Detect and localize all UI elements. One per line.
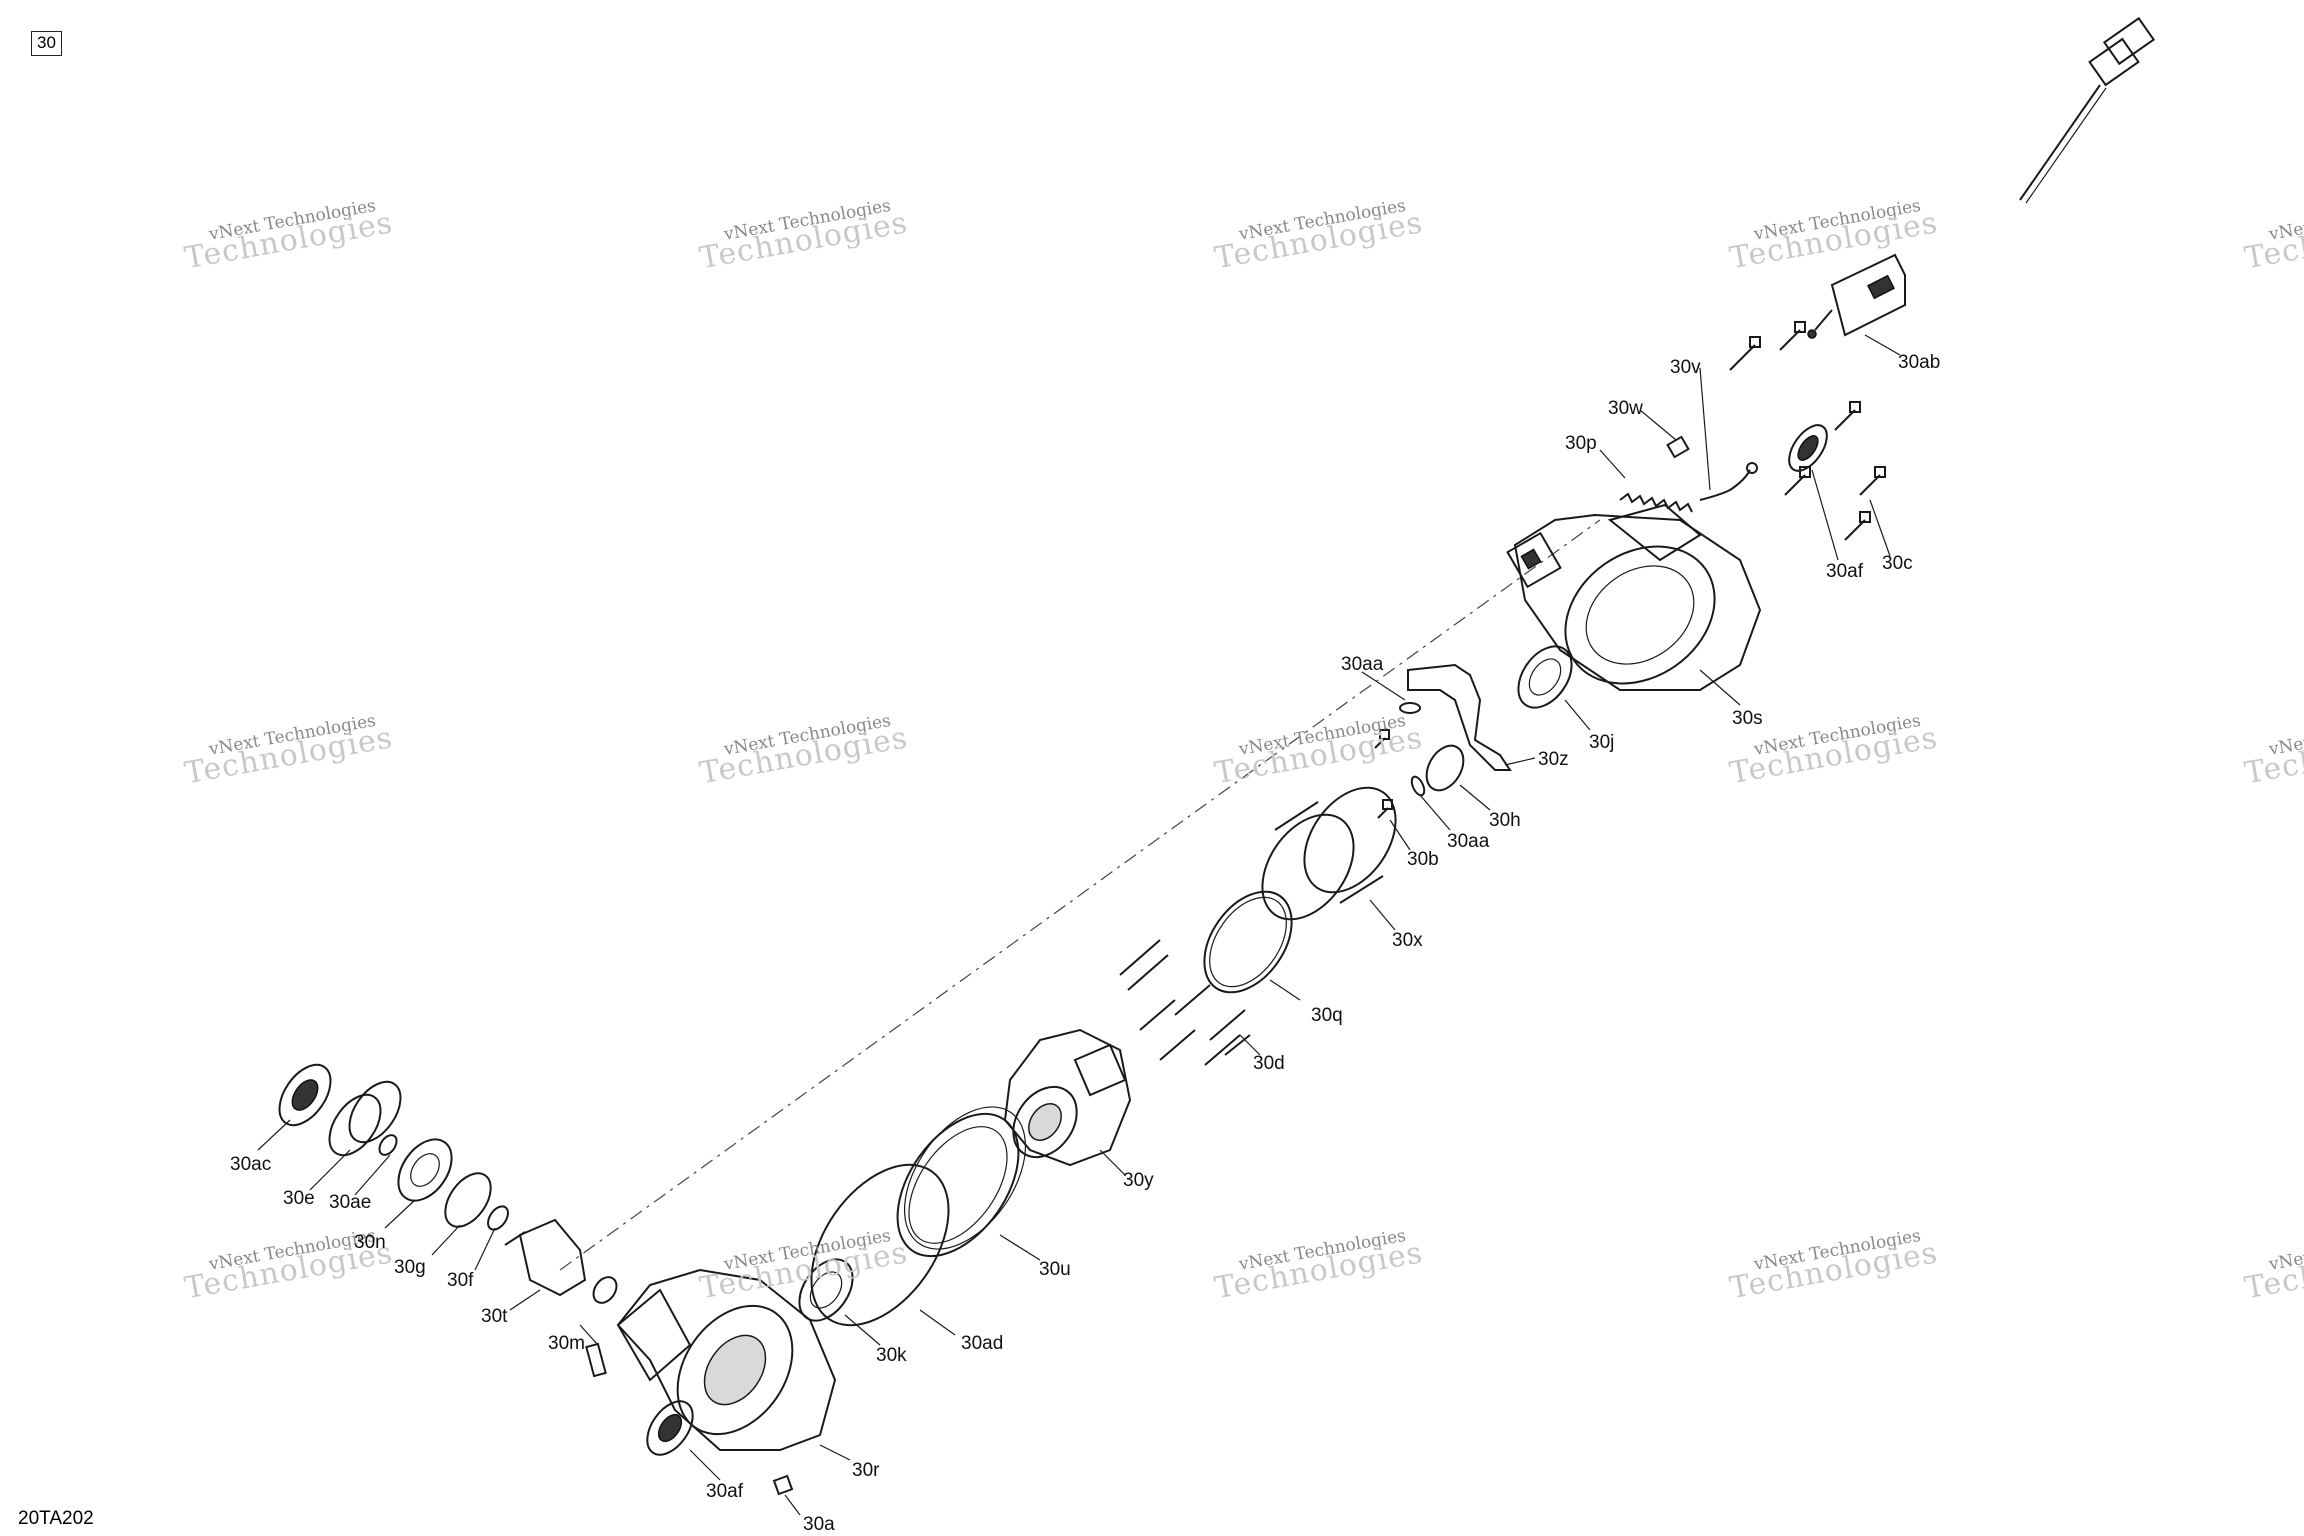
part-30z-fork: [1407, 663, 1512, 771]
label-30g[interactable]: 30g: [394, 1257, 426, 1278]
part-30j-bearing: [1517, 645, 1573, 709]
label-30x[interactable]: 30x: [1392, 930, 1423, 951]
label-30c[interactable]: 30c: [1882, 553, 1913, 574]
label-30r[interactable]: 30r: [852, 1460, 880, 1481]
bolts-30c: [1729, 321, 1886, 541]
part-30p-spring: [1619, 492, 1693, 513]
label-30p[interactable]: 30p: [1565, 433, 1597, 454]
part-30a-plug: [772, 1474, 794, 1496]
label-30ad[interactable]: 30ad: [961, 1333, 1004, 1354]
part-30v: [1699, 462, 1758, 501]
label-30b[interactable]: 30b: [1407, 849, 1439, 870]
part-30ac-seal: [278, 1063, 332, 1127]
part-30b-screws: [1374, 729, 1393, 819]
label-30z[interactable]: 30z: [1538, 749, 1569, 770]
label-30ab[interactable]: 30ab: [1898, 352, 1941, 373]
part-30g-ring: [444, 1172, 492, 1228]
label-30d[interactable]: 30d: [1253, 1053, 1285, 1074]
part-30s-housing: [1506, 503, 1762, 691]
bolts-30d: [1119, 939, 1251, 1066]
part-30k-bearing: [798, 1258, 854, 1322]
label-30f[interactable]: 30f: [447, 1270, 474, 1291]
part-30w: [1666, 435, 1690, 459]
part-30x-sleeve: [1261, 786, 1397, 921]
label-30q[interactable]: 30q: [1311, 1005, 1343, 1026]
part-30y-carrier: [1003, 1028, 1132, 1167]
part-30aa-mid: [1410, 775, 1426, 797]
label-30v[interactable]: 30v: [1670, 357, 1701, 378]
label-30y[interactable]: 30y: [1123, 1170, 1154, 1191]
part-30h-ring: [1425, 744, 1465, 792]
part-30e-bearing: [328, 1080, 402, 1157]
label-30w[interactable]: 30w: [1608, 398, 1643, 419]
part-30af-bottom-seal: [646, 1400, 694, 1456]
part-30f-ring: [487, 1205, 509, 1231]
label-30af-top[interactable]: 30af: [1826, 561, 1863, 582]
label-30k[interactable]: 30k: [876, 1345, 907, 1366]
label-30t[interactable]: 30t: [481, 1306, 508, 1327]
part-30mx-spacer: [592, 1276, 618, 1304]
label-30u[interactable]: 30u: [1039, 1259, 1071, 1280]
part-30ad-gasket: [810, 1163, 950, 1327]
label-30j[interactable]: 30j: [1589, 732, 1615, 753]
part-30ae-ring: [378, 1134, 398, 1156]
part-30af-top-seal: [1788, 424, 1828, 472]
figure-code: 20TA202: [18, 1508, 94, 1529]
part-30m-shim: [585, 1342, 607, 1378]
label-30e[interactable]: 30e: [283, 1188, 315, 1209]
label-30h[interactable]: 30h: [1489, 810, 1521, 831]
label-30ae[interactable]: 30ae: [329, 1192, 372, 1213]
label-30aa-top[interactable]: 30aa: [1341, 654, 1384, 675]
part-30r-front-housing: [616, 1268, 837, 1451]
label-30n[interactable]: 30n: [354, 1232, 386, 1253]
label-30a[interactable]: 30a: [803, 1514, 835, 1535]
label-30aa-mid[interactable]: 30aa: [1447, 831, 1490, 852]
part-30ab-sensor: [1807, 16, 2156, 339]
label-30af-bottom[interactable]: 30af: [706, 1481, 743, 1502]
assembly-axis: [559, 519, 1601, 1271]
figure-number-box: 30: [31, 31, 62, 56]
part-30aa-top: [1399, 702, 1421, 714]
label-30ac[interactable]: 30ac: [230, 1154, 272, 1175]
label-30s[interactable]: 30s: [1732, 708, 1763, 729]
part-30q-oring: [1203, 890, 1293, 994]
part-30u-ring-gear: [896, 1106, 1027, 1258]
leader-lines: [257, 334, 1901, 1516]
part-30t-pinion: [504, 1218, 587, 1297]
label-30m[interactable]: 30m: [548, 1333, 585, 1354]
part-30n-bearing: [397, 1138, 453, 1202]
